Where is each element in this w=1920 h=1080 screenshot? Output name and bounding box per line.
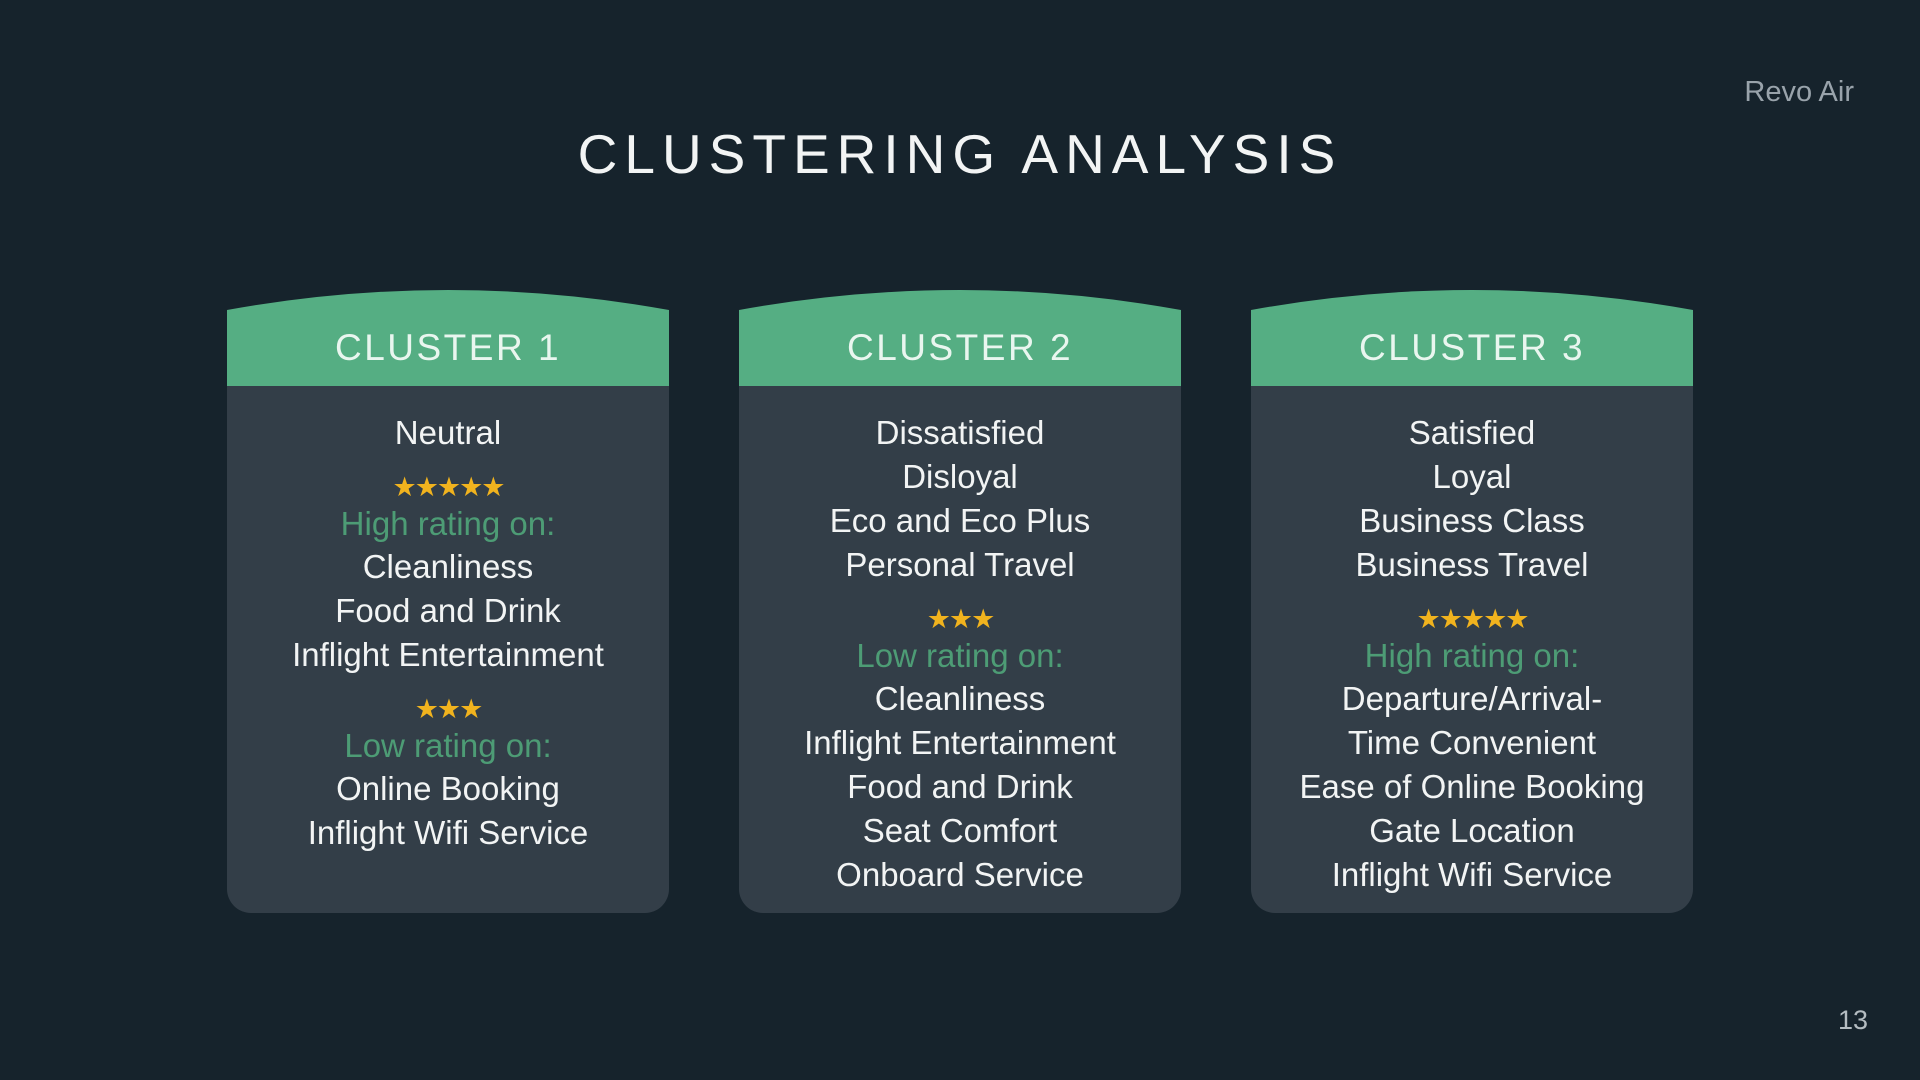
trait-line: Dissatisfied	[875, 414, 1045, 451]
rating-item: Time Convenient	[1347, 724, 1597, 761]
star-rating-icon: ★★★	[414, 694, 484, 724]
rating-item: Inflight Wifi Service	[1331, 856, 1613, 893]
trait-line: Business Class	[1359, 502, 1585, 539]
rating-item: Inflight Entertainment	[804, 724, 1116, 761]
rating-label: Low rating on:	[344, 727, 552, 764]
rating-label: Low rating on:	[856, 637, 1064, 674]
cluster-card-header: CLUSTER 3	[1251, 283, 1693, 386]
trait-line: Eco and Eco Plus	[829, 502, 1091, 539]
rating-item: Departure/Arrival-	[1341, 680, 1603, 717]
rating-item: Food and Drink	[335, 592, 561, 629]
spacer	[739, 587, 1181, 605]
rating-item: Inflight Wifi Service	[307, 814, 589, 851]
cluster-title: CLUSTER 3	[1358, 327, 1586, 368]
spacer	[227, 455, 669, 473]
cluster-card-header: CLUSTER 1	[227, 283, 669, 386]
rating-label: High rating on:	[340, 505, 556, 542]
star-rating-icon: ★★★★★	[392, 472, 505, 502]
arched-header-shape	[739, 290, 1181, 386]
rating-item: Seat Comfort	[862, 812, 1058, 849]
cluster-card-header: CLUSTER 2	[739, 283, 1181, 386]
brand-label: Revo Air	[1744, 76, 1854, 108]
trait-line: Satisfied	[1408, 414, 1536, 451]
rating-item: Food and Drink	[847, 768, 1073, 805]
rating-item: Gate Location	[1369, 812, 1575, 849]
cluster-title: CLUSTER 1	[334, 327, 562, 368]
trait-line: Business Travel	[1355, 546, 1589, 583]
page-number: 13	[1837, 1005, 1868, 1035]
trait-line: Disloyal	[902, 458, 1018, 495]
trait-line: Neutral	[394, 414, 502, 451]
slide-title: CLUSTERING ANALYSIS	[577, 123, 1343, 185]
rating-item: Inflight Entertainment	[292, 636, 604, 673]
rating-label: High rating on:	[1364, 637, 1580, 674]
trait-line: Loyal	[1432, 458, 1512, 495]
spacer	[1251, 587, 1693, 605]
rating-item: Onboard Service	[836, 856, 1084, 893]
cluster-card: CLUSTER 1 Neutral ★★★★★High rating on: Clea…	[227, 283, 669, 913]
trait-line: Personal Travel	[845, 546, 1075, 583]
arched-header-shape	[1251, 290, 1693, 386]
rating-item: Cleanliness	[362, 548, 534, 585]
rating-item: Cleanliness	[874, 680, 1046, 717]
rating-item: Ease of Online Booking	[1299, 768, 1645, 805]
spacer	[227, 677, 669, 695]
arched-header-shape	[227, 290, 669, 386]
star-rating-icon: ★★★	[926, 604, 996, 634]
cluster-title: CLUSTER 2	[846, 327, 1074, 368]
rating-item: Online Booking	[336, 770, 560, 807]
star-rating-icon: ★★★★★	[1416, 604, 1529, 634]
